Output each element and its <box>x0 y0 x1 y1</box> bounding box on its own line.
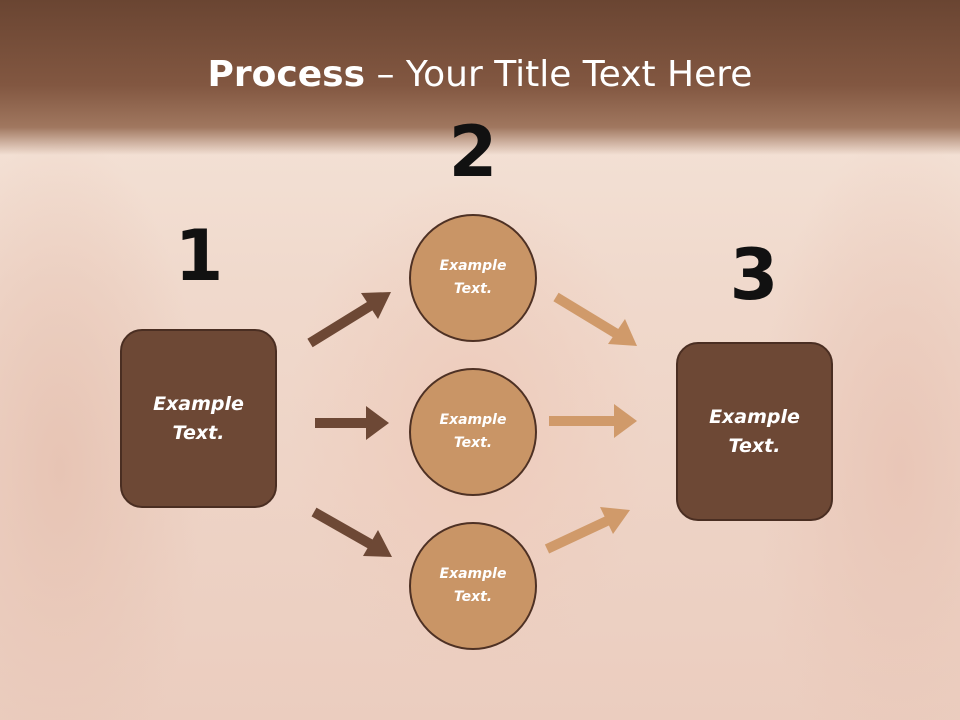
arrow-right-middle <box>549 404 637 438</box>
arrow-right-down <box>544 507 630 554</box>
step-2-circle-top: Example Text. <box>409 214 537 342</box>
step-1-box: Example Text. <box>120 329 277 508</box>
title-bold: Process <box>207 54 366 95</box>
arrow-left-down <box>311 507 392 557</box>
step-number-2: 2 <box>448 111 498 193</box>
step-2-circle-bottom: Example Text. <box>409 522 537 650</box>
arrow-right-up <box>553 292 637 346</box>
arrow-left-middle <box>315 406 389 440</box>
step-number-1: 1 <box>174 215 224 297</box>
title-rest: – Your Title Text Here <box>365 54 753 95</box>
step-2-circle-middle: Example Text. <box>409 368 537 496</box>
arrow-left-up <box>307 292 391 348</box>
title-bar <box>0 0 960 155</box>
step-3-box: Example Text. <box>676 342 833 521</box>
step-number-3: 3 <box>729 234 779 316</box>
slide-title: Process – Your Title Text Here <box>0 50 960 100</box>
